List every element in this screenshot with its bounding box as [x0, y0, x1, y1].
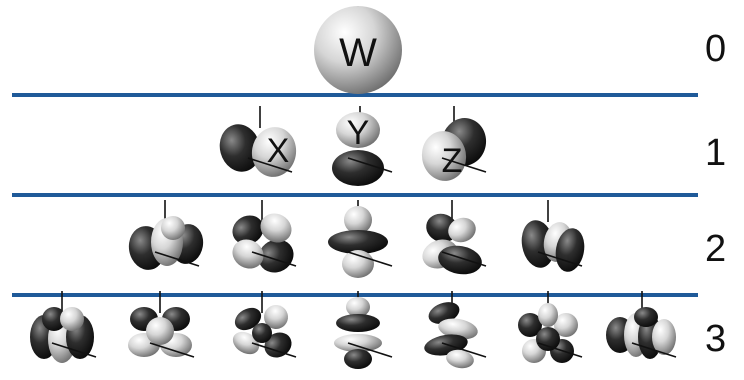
sphere-lobe [314, 6, 402, 94]
lobe-positive [448, 217, 476, 243]
lobe-negative [634, 307, 658, 327]
lobe-positive [342, 250, 374, 278]
harmonic-label: Y [347, 114, 370, 152]
divider-line-3 [12, 293, 698, 297]
divider-line-2 [12, 193, 698, 197]
harmonic-order3-3 [232, 291, 297, 358]
harmonic-X: X [219, 106, 297, 177]
axis-line [251, 251, 297, 267]
lobe-positive [232, 331, 260, 355]
lobe-positive [554, 313, 578, 337]
axis-line [631, 342, 677, 358]
harmonic-W: W [314, 6, 402, 94]
lobe-positive [264, 305, 288, 329]
harmonic-Z: Z [421, 106, 487, 181]
lobe-positive [161, 216, 185, 240]
lobe-negative [264, 332, 292, 358]
harmonic-order3-1 [30, 291, 97, 363]
lobe-positive [334, 334, 382, 352]
lobe-positive [538, 303, 558, 327]
axis-line [251, 342, 297, 358]
lobe-positive [438, 318, 478, 340]
lobe-positive [652, 319, 676, 355]
axis-line [347, 342, 393, 358]
lobe-negative [555, 228, 585, 272]
lobe-negative [332, 150, 384, 186]
axis-line [441, 251, 487, 267]
harmonic-order3-4 [334, 291, 393, 369]
axis-line [537, 342, 583, 358]
axis-line [441, 342, 487, 358]
order-label-0: 0 [705, 28, 727, 70]
harmonic-order3-5 [424, 291, 487, 369]
lobe-negative [428, 302, 460, 324]
lobe-negative [518, 313, 542, 337]
lobe-negative [219, 124, 261, 172]
lobe-negative [536, 327, 560, 351]
harmonic-order3-7 [606, 291, 677, 359]
lobe-negative [328, 230, 388, 254]
axis-line [537, 251, 583, 267]
lobe-positive [336, 112, 380, 148]
harmonic-order2-4 [422, 200, 487, 275]
harmonic-label: W [339, 31, 377, 75]
lobe-negative [42, 307, 66, 331]
axis-line [247, 157, 293, 173]
order-label-3: 3 [705, 318, 727, 360]
lobe-positive [232, 239, 264, 269]
lobe-negative [234, 307, 262, 331]
harmonic-order2-1 [128, 200, 204, 270]
axis-line [347, 157, 393, 173]
lobe-negative [336, 314, 380, 332]
lobe-negative [438, 245, 482, 275]
lobe-positive [421, 131, 467, 181]
axis-line [347, 251, 393, 267]
lobe-positive [146, 317, 174, 345]
axis-line [441, 157, 487, 173]
lobe-positive [446, 349, 474, 369]
lobe-positive [344, 206, 372, 234]
harmonics-layer: W X Y Z [30, 6, 677, 369]
harmonic-label: X [267, 132, 290, 170]
harmonic-Y: Y [332, 106, 393, 186]
lobe-positive [60, 307, 84, 331]
lobe-negative [344, 349, 372, 369]
harmonic-order3-2 [128, 291, 195, 358]
lobe-positive [260, 213, 292, 243]
lobe-positive [251, 127, 297, 177]
order-label-2: 2 [705, 228, 727, 270]
harmonic-order2-3 [328, 200, 393, 278]
harmonic-order2-5 [521, 200, 585, 272]
harmonic-label: Z [442, 142, 463, 180]
harmonic-order3-6 [518, 291, 583, 363]
divider-line-1 [12, 93, 698, 97]
harmonic-order2-2 [232, 200, 297, 273]
lobe-negative [252, 323, 272, 343]
lobe-negative [521, 220, 555, 268]
lobe-negative [232, 215, 264, 245]
lobe-positive [346, 297, 370, 317]
axis-line [149, 342, 195, 358]
order-label-1: 1 [705, 132, 727, 174]
axis-line [51, 342, 97, 358]
axis-line [154, 251, 200, 267]
lobe-negative [258, 239, 294, 273]
